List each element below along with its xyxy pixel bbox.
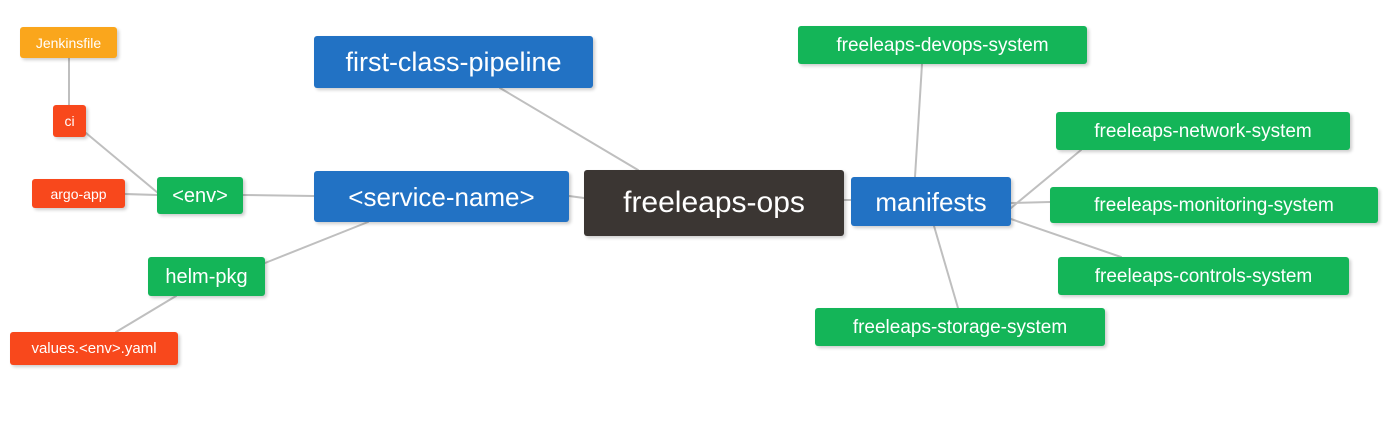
edge-manifests-storage — [933, 225, 959, 309]
node-label-service-name: <service-name> — [348, 181, 535, 212]
node-values-env-yaml[interactable]: values.<env>.yaml — [10, 332, 178, 365]
edge-env-servicename — [242, 194, 315, 197]
edge-manifests-monitoring — [1010, 201, 1051, 204]
node-label-argo-app: argo-app — [50, 185, 107, 202]
node-env[interactable]: <env> — [157, 177, 243, 214]
edge-helmpkg-servicename — [264, 221, 369, 264]
node-service-name[interactable]: <service-name> — [314, 171, 569, 222]
node-label-freeleaps-storage-system: freeleaps-storage-system — [852, 316, 1068, 338]
node-freeleaps-network-system[interactable]: freeleaps-network-system — [1056, 112, 1350, 150]
node-label-ci: ci — [64, 113, 75, 129]
node-freeleaps-monitoring-system[interactable]: freeleaps-monitoring-system — [1050, 187, 1378, 223]
node-freeleaps-storage-system[interactable]: freeleaps-storage-system — [815, 308, 1105, 346]
node-label-freeleaps-ops: freeleaps-ops — [623, 186, 805, 219]
node-freeleaps-ops[interactable]: freeleaps-ops — [584, 170, 844, 236]
edge-manifests-controls — [1007, 217, 1122, 258]
edge-pipeline-ops — [499, 87, 639, 171]
node-first-class-pipeline[interactable]: first-class-pipeline — [314, 36, 593, 88]
edge-servicename-ops — [568, 195, 585, 199]
node-label-freeleaps-network-system: freeleaps-network-system — [1094, 120, 1312, 142]
edge-manifests-devops — [914, 63, 923, 178]
node-manifests[interactable]: manifests — [851, 177, 1011, 226]
node-label-freeleaps-devops-system: freeleaps-devops-system — [836, 34, 1049, 56]
node-label-freeleaps-monitoring-system: freeleaps-monitoring-system — [1094, 194, 1334, 216]
node-label-first-class-pipeline: first-class-pipeline — [345, 46, 562, 77]
node-label-values-env-yaml: values.<env>.yaml — [31, 340, 157, 357]
edge-values-helmpkg — [115, 295, 177, 333]
node-label-jenkinsfile: Jenkinsfile — [35, 34, 102, 51]
node-label-manifests: manifests — [875, 186, 987, 217]
node-label-freeleaps-controls-system: freeleaps-controls-system — [1094, 265, 1313, 287]
node-label-helm-pkg: helm-pkg — [165, 265, 248, 288]
edge-argoapp-env — [124, 193, 158, 196]
node-jenkinsfile[interactable]: Jenkinsfile — [20, 27, 117, 58]
node-freeleaps-controls-system[interactable]: freeleaps-controls-system — [1058, 257, 1349, 295]
node-label-env: <env> — [172, 184, 228, 207]
node-freeleaps-devops-system[interactable]: freeleaps-devops-system — [798, 26, 1087, 64]
node-ci[interactable]: ci — [53, 105, 86, 137]
node-argo-app[interactable]: argo-app — [32, 179, 125, 208]
node-helm-pkg[interactable]: helm-pkg — [148, 257, 265, 296]
